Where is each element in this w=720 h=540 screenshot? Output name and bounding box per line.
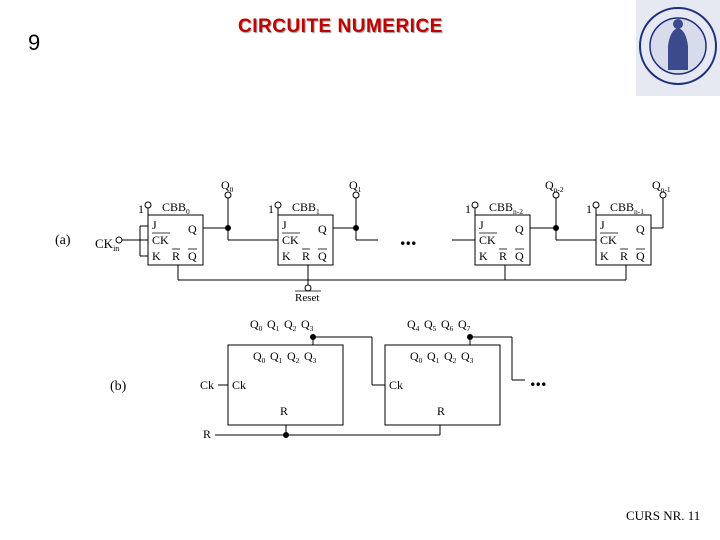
q-terminal-0 [224,191,232,199]
counter-0-reset: R [280,404,288,418]
pin-q-1: Q [318,222,327,236]
one-label-2: 1 [465,202,471,216]
pin-k-2: K [479,249,488,263]
reset-b-label: R [203,427,211,441]
counter-1-q-3: Q3 [461,349,474,365]
pin-q-0: Q [188,222,197,236]
counter-0-ext-q-1: Q1 [267,317,280,333]
counter-1-clock: Ck [389,378,403,392]
counter-1-reset: R [437,404,445,418]
pin-qbar-3: Q [636,249,645,263]
one-terminal-2 [471,201,479,209]
clock-input-label: CKin [95,236,119,253]
pin-qbar-2: Q [515,249,524,263]
one-terminal-3 [592,201,600,209]
diagram-b-label: (b) [110,379,127,394]
pin-r-2: R [499,249,507,263]
pin-j-3: J [600,218,605,232]
flipflop-title-1: CBB1 [292,200,320,216]
counter-1-q-1: Q1 [427,349,440,365]
pin-ck-0: CK [152,233,169,247]
diagram-a-label: (a) [55,233,71,248]
university-logo [636,0,720,96]
counter-1-ext-q-1: Q5 [424,317,437,333]
counter-1-q-2: Q2 [444,349,457,365]
q-output-label-0: Q0 [221,178,234,194]
logo-figure-icon [668,28,688,70]
flipflop-title-0: CBB0 [162,200,190,216]
counter-0-q-3: Q3 [304,349,317,365]
footer-course: CURS NR. 11 [626,508,701,523]
clock-input-terminal [115,236,123,244]
q-output-label-1: Q1 [349,178,362,194]
counter-0-q-1: Q1 [270,349,283,365]
pin-k-1: K [282,249,291,263]
q-output-label-3: Qn-1 [652,178,671,194]
pin-ck-1: CK [282,233,299,247]
counter-0-q-2: Q2 [287,349,300,365]
pin-qbar-1: Q [318,249,327,263]
diagram-a-ellipsis: ... [400,225,417,250]
one-label-3: 1 [586,202,592,216]
pin-k-0: K [152,249,161,263]
clock-ext-label: Ck [200,378,214,392]
flipflop-title-3: CBBn-1 [610,200,644,216]
counter-0-ext-q-2: Q2 [284,317,297,333]
flipflop-title-2: CBBn-2 [489,200,523,216]
counter-1-ext-q-0: Q4 [407,317,420,333]
pin-ck-3: CK [600,233,617,247]
logo-figure-head [673,19,683,29]
q-terminal-2 [552,191,560,199]
pin-j-2: J [479,218,484,232]
pin-r-3: R [620,249,628,263]
counter-1-ext-q-3: Q7 [458,317,471,333]
pin-j-1: J [282,218,287,232]
pin-r-0: R [172,249,180,263]
one-terminal-0 [144,201,152,209]
counter-0-q-0: Q0 [253,349,266,365]
pin-k-3: K [600,249,609,263]
q-terminal-1 [352,191,360,199]
pin-q-3: Q [636,222,645,236]
q-output-label-2: Qn-2 [545,178,564,194]
counter-0-clock: Ck [232,378,246,392]
reset-terminal [304,284,312,292]
one-label-0: 1 [138,202,144,216]
pin-j-0: J [152,218,157,232]
pin-qbar-0: Q [188,249,197,263]
reset-label: Reset [295,292,319,304]
diagram-b-ellipsis: ... [530,366,547,391]
pin-ck-2: CK [479,233,496,247]
logo-ring-outer [639,7,717,85]
pin-r-1: R [302,249,310,263]
q-terminal-3 [659,191,667,199]
counter-1-ext-q-2: Q6 [441,317,454,333]
counter-0-ext-q-0: Q0 [250,317,263,333]
pin-q-2: Q [515,222,524,236]
one-terminal-1 [274,201,282,209]
one-label-1: 1 [268,202,274,216]
slide-title: CIRCUITE NUMERICE [238,16,443,37]
slide-number: 9 [28,30,41,55]
counter-0-ext-q-3: Q3 [301,317,314,333]
counter-1-q-0: Q0 [410,349,423,365]
